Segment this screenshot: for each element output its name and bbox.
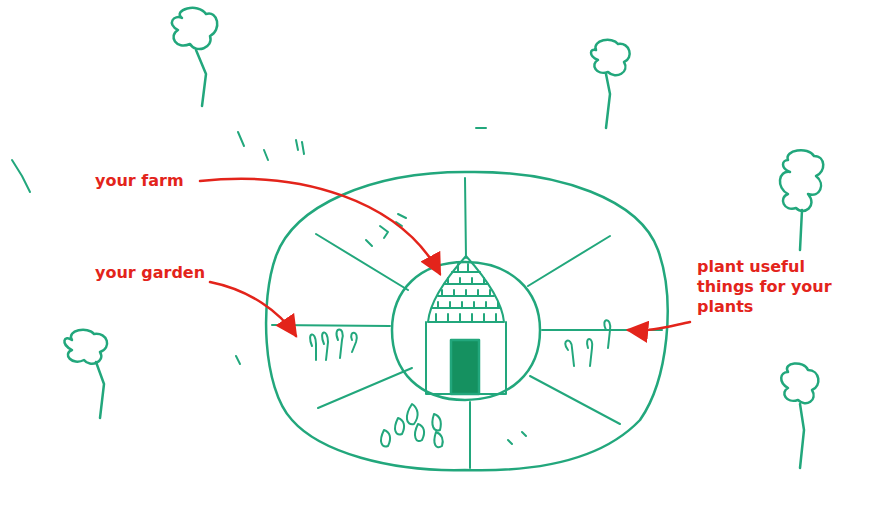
callout-label: your farm (95, 171, 235, 191)
callout-label: your garden (95, 263, 235, 283)
tree (780, 150, 823, 250)
leader-arrow (210, 282, 296, 336)
tree (781, 363, 818, 468)
bed-divider (272, 178, 662, 468)
garden-boundary (266, 172, 668, 470)
farm-yard (392, 262, 540, 400)
hut (426, 256, 506, 394)
tree (172, 8, 217, 106)
leader-arrow (628, 322, 690, 330)
plant (310, 214, 610, 447)
callout-label: plant useful things for your plants (697, 257, 839, 317)
tree (64, 330, 107, 418)
tree (591, 40, 630, 128)
leader-arrow (200, 179, 440, 274)
grass-tuft (12, 128, 486, 364)
hut-door (451, 340, 479, 394)
